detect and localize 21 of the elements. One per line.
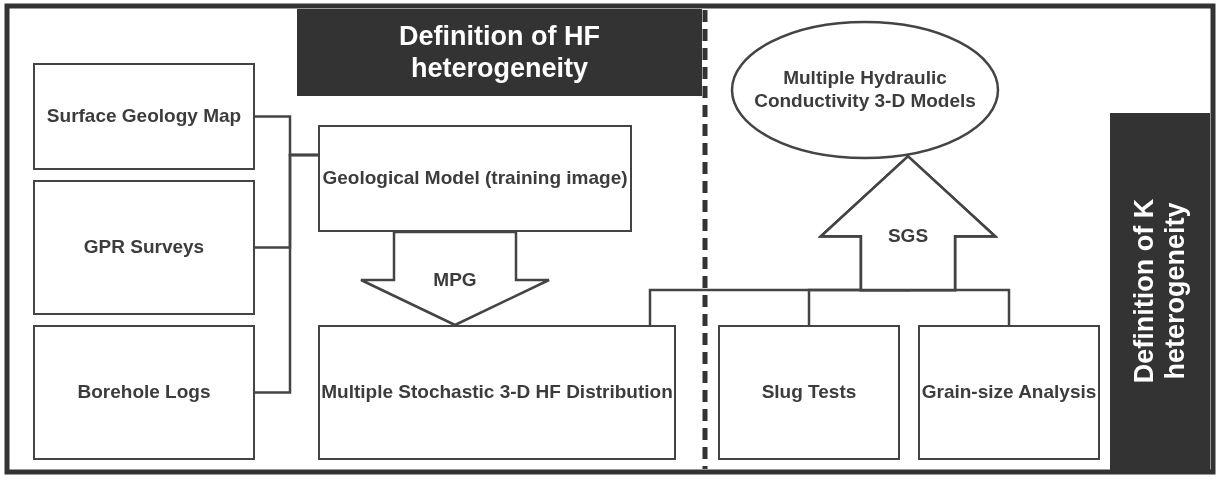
connector-line <box>255 153 318 394</box>
heading-band <box>297 9 702 96</box>
result-ellipse <box>730 20 1000 160</box>
data-box <box>718 325 900 460</box>
process-box <box>318 325 676 460</box>
node-label: Multiple Stochastic 3-D HF Distribution <box>321 381 673 404</box>
node-label: Surface Geology Map <box>46 105 242 128</box>
node-label: Multiple Hydraulic Conductivity 3-D Models <box>753 67 977 113</box>
node-label: GPR Surveys <box>83 236 205 259</box>
data-box <box>33 180 255 315</box>
data-box <box>33 325 255 460</box>
node-label: Borehole Logs <box>77 381 211 404</box>
heading-text: Definition of K heterogeneity <box>1128 198 1191 386</box>
heading-band <box>1110 113 1210 470</box>
node-label: Slug Tests <box>761 381 857 404</box>
node-label: Geological Model (training image) <box>322 167 628 190</box>
data-box <box>33 63 255 170</box>
data-box <box>918 325 1100 460</box>
node-label: Grain-size Analysis <box>921 381 1097 404</box>
process-box <box>318 125 632 232</box>
heading-text: Definition of HF heterogeneity <box>398 21 601 84</box>
